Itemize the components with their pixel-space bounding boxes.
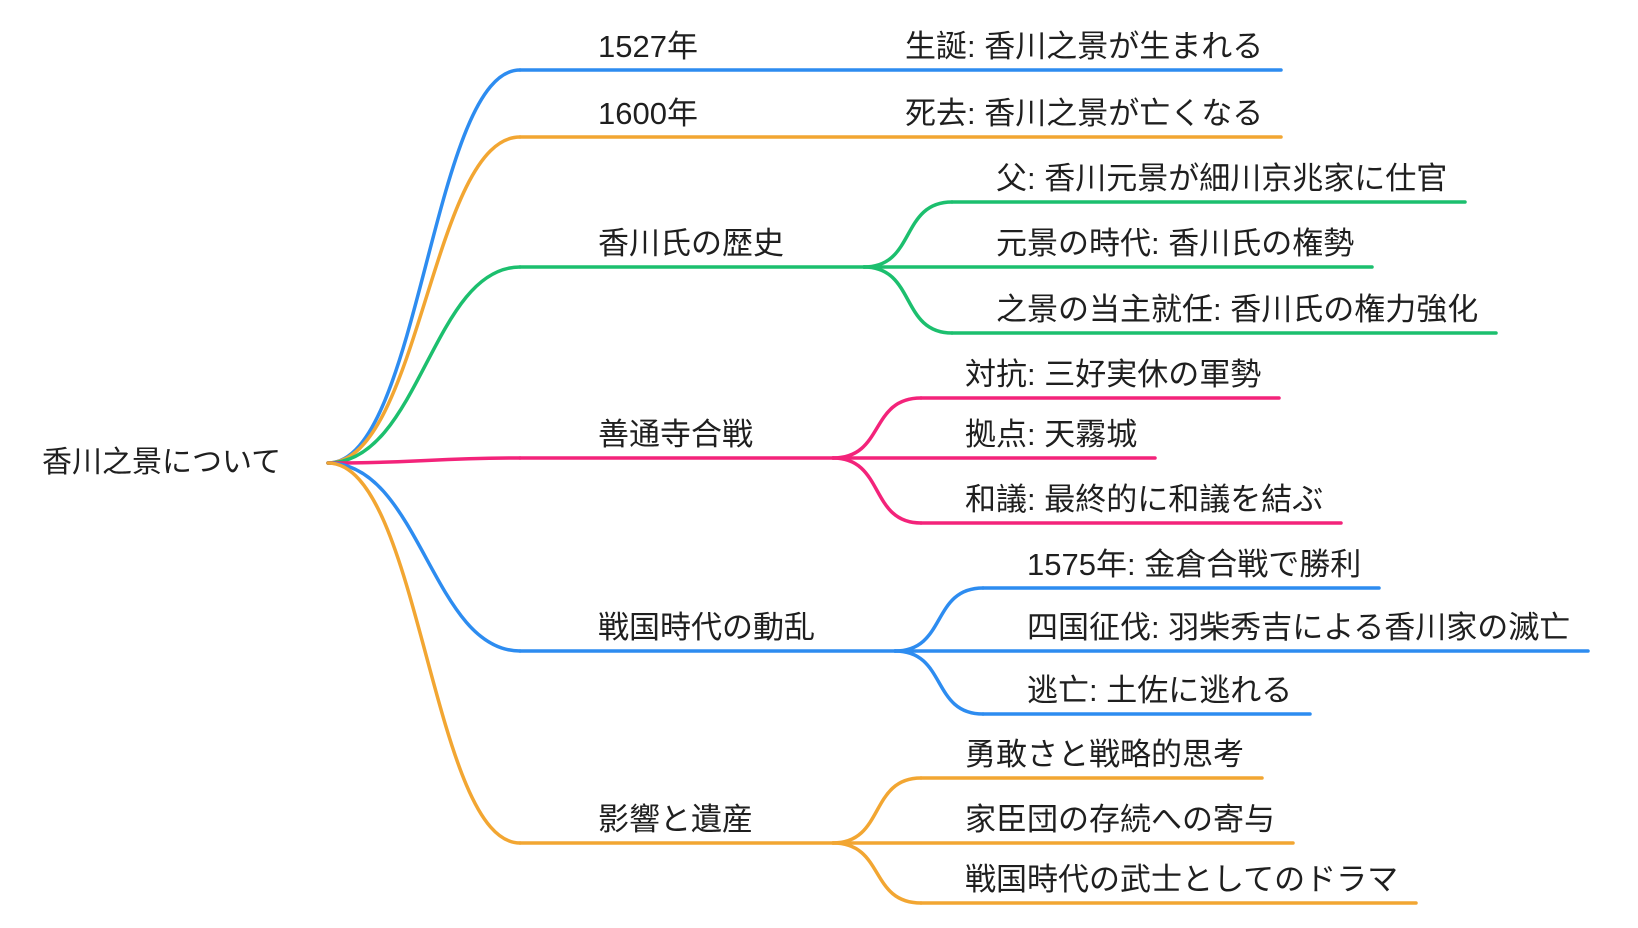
child-node[interactable]: 家臣団の存続への寄与 [965,802,1275,837]
child-node[interactable]: 元景の時代: 香川氏の権勢 [996,226,1355,261]
branch-link [862,200,954,269]
child-node[interactable]: 生誕: 香川之景が生まれる [905,29,1264,64]
branch-link [893,649,985,716]
child-node[interactable]: 四国征伐: 羽柴秀吉による香川家の滅亡 [1027,610,1571,645]
branch-link [893,586,985,653]
branch-link [831,456,923,525]
branch-link [326,68,522,465]
branch-link [831,396,923,460]
child-node[interactable]: 拠点: 天霧城 [965,417,1138,452]
branch-node[interactable]: 影響と遺産 [598,802,753,837]
branch-link [831,776,923,845]
child-node[interactable]: 勇敢さと戦略的思考 [965,737,1244,772]
child-node[interactable]: 逃亡: 土佐に逃れる [1027,673,1293,708]
branch-link [326,456,522,465]
branch-link [862,265,954,335]
child-node[interactable]: 対抗: 三好実休の軍勢 [965,357,1262,392]
child-node[interactable]: 父: 香川元景が細川京兆家に仕官 [996,161,1448,196]
child-node[interactable]: 1575年: 金倉合戦で勝利 [1027,547,1362,582]
branch-link [326,461,522,653]
child-node[interactable]: 戦国時代の武士としてのドラマ [965,862,1399,897]
branch-node[interactable]: 1600年 [598,96,698,131]
branch-link [326,135,522,465]
branch-node[interactable]: 善通寺合戦 [598,417,753,452]
child-node[interactable]: 之景の当主就任: 香川氏の権力強化 [996,292,1479,327]
child-node[interactable]: 死去: 香川之景が亡くなる [905,96,1264,131]
branch-link [831,841,923,905]
branch-link [326,461,522,845]
branch-node[interactable]: 戦国時代の動乱 [598,610,815,645]
branch-link [326,265,522,465]
branch-node[interactable]: 1527年 [598,29,698,64]
child-node[interactable]: 和議: 最終的に和議を結ぶ [965,482,1324,517]
mindmap-root-node[interactable]: 香川之景について [42,446,282,479]
branch-node[interactable]: 香川氏の歴史 [598,226,784,261]
